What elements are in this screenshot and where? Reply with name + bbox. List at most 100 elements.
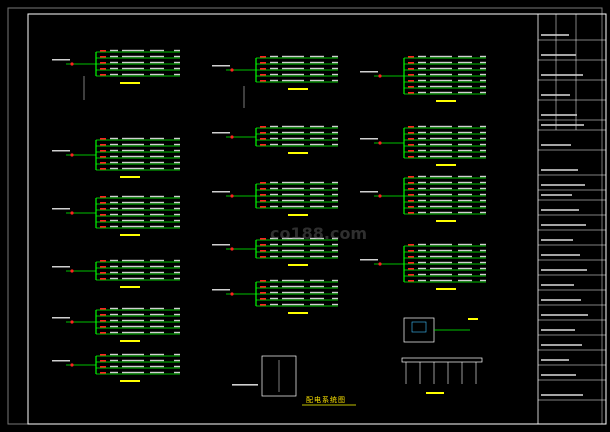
group-label (120, 286, 140, 288)
circuit-rating (174, 365, 180, 368)
circuit-text (430, 155, 452, 158)
circuit-text (150, 137, 164, 140)
panel-label (232, 384, 258, 386)
circuit-text (282, 237, 304, 240)
circuit-text (150, 67, 164, 70)
circuit-rating (480, 125, 486, 128)
circuit-text (418, 267, 426, 270)
circuit-text (110, 365, 118, 368)
circuit-rating (480, 249, 486, 252)
circuit-text (282, 297, 304, 300)
circuit-breaker (100, 196, 106, 198)
circuit-rating (174, 201, 180, 204)
main-breaker (70, 153, 74, 157)
circuit-rating (480, 137, 486, 140)
circuit-text (270, 303, 278, 306)
title-block-text (541, 184, 585, 186)
feeder-label (360, 138, 378, 140)
circuit-text (418, 143, 426, 146)
circuit-rating (480, 85, 486, 88)
circuit-text (122, 331, 144, 334)
circuit-text (418, 199, 426, 202)
circuit-text (150, 319, 164, 322)
circuit-text (418, 187, 426, 190)
title-block-text (541, 114, 577, 116)
circuit-text (122, 195, 144, 198)
circuit-text (310, 249, 324, 252)
circuit-text (122, 161, 144, 164)
circuit-text (430, 175, 452, 178)
circuit-text (310, 297, 324, 300)
circuit-text (310, 67, 324, 70)
circuit-text (458, 211, 472, 214)
circuit-text (122, 143, 144, 146)
circuit-breaker (100, 208, 106, 210)
circuit-text (310, 125, 324, 128)
circuit-text (430, 279, 452, 282)
circuit-breaker (260, 298, 266, 300)
circuit-rating (332, 243, 338, 246)
circuit-text (150, 307, 164, 310)
main-breaker (70, 320, 74, 324)
circuit-rating (332, 297, 338, 300)
circuit-rating (174, 55, 180, 58)
circuit-rating (332, 125, 338, 128)
circuit-breaker (100, 314, 106, 316)
circuit-text (418, 91, 426, 94)
circuit-breaker (408, 68, 414, 70)
circuit-text (310, 237, 324, 240)
circuit-text (430, 255, 452, 258)
title-block-text (541, 209, 579, 211)
feeder-label (52, 317, 70, 319)
circuit-rating (332, 255, 338, 258)
circuit-rating (174, 167, 180, 170)
circuit-text (458, 73, 472, 76)
circuit-rating (480, 131, 486, 134)
circuit-text (270, 243, 278, 246)
circuit-rating (332, 199, 338, 202)
circuit-text (430, 91, 452, 94)
circuit-text (122, 277, 144, 280)
circuit-breaker (408, 206, 414, 208)
circuit-breaker (260, 80, 266, 82)
circuit-text (150, 271, 164, 274)
title-block-text (541, 269, 587, 271)
circuit-rating (332, 67, 338, 70)
circuit-breaker (260, 188, 266, 190)
circuit-text (430, 205, 452, 208)
circuit-breaker (408, 256, 414, 258)
circuit-breaker (260, 292, 266, 294)
circuit-text (270, 249, 278, 252)
circuit-breaker (408, 212, 414, 214)
circuit-breaker (408, 194, 414, 196)
circuit-breaker (100, 332, 106, 334)
circuit-text (150, 219, 164, 222)
group-label (288, 264, 308, 266)
circuit-text (150, 207, 164, 210)
title-block-text (541, 329, 575, 331)
circuit-text (310, 205, 324, 208)
circuit-text (150, 49, 164, 52)
circuit-rating (174, 219, 180, 222)
circuit-rating (174, 371, 180, 374)
circuit-text (458, 273, 472, 276)
circuit-rating (480, 67, 486, 70)
circuit-text (458, 55, 472, 58)
group-label (120, 176, 140, 178)
circuit-text (282, 279, 304, 282)
circuit-text (110, 213, 118, 216)
circuit-text (122, 155, 144, 158)
circuit-text (458, 143, 472, 146)
circuit-text (150, 149, 164, 152)
circuit-text (310, 79, 324, 82)
circuit-text (418, 175, 426, 178)
circuit-text (458, 91, 472, 94)
circuit-text (122, 49, 144, 52)
circuit-text (430, 73, 452, 76)
circuit-text (282, 249, 304, 252)
circuit-breaker (260, 256, 266, 258)
circuit-text (122, 313, 144, 316)
circuit-breaker (100, 320, 106, 322)
circuit-breaker (100, 266, 106, 268)
circuit-breaker (100, 50, 106, 52)
